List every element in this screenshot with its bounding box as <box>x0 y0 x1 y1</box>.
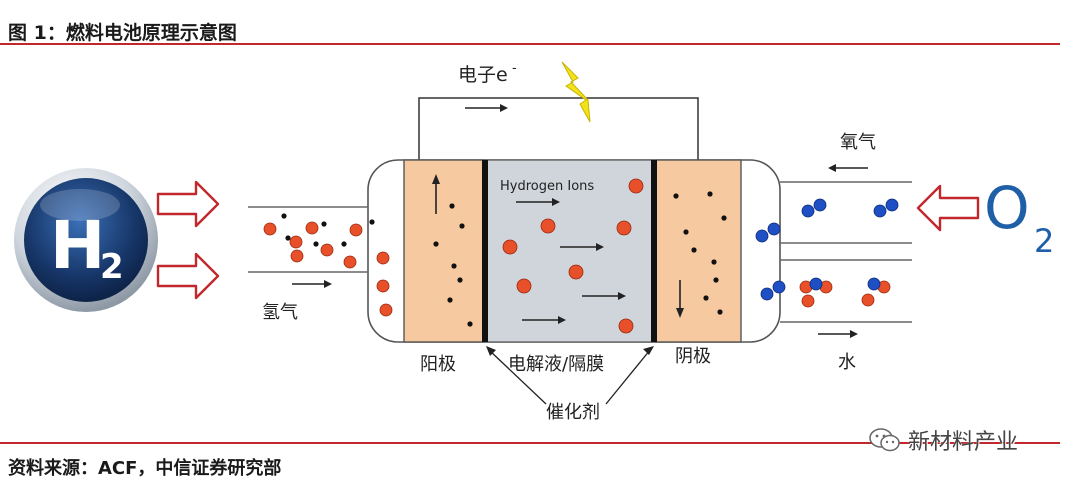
water-flow-arrow-icon <box>818 330 858 338</box>
proton-particles <box>263 178 891 334</box>
hydrogen-gas-label: 氢气 <box>262 302 298 323</box>
h2-input-arrow-top-icon <box>156 180 220 228</box>
cathode-catalyst-layer <box>651 160 657 342</box>
oxygen-molecules <box>755 198 899 301</box>
electron-particles <box>281 191 727 327</box>
cathode-electrode <box>654 159 742 343</box>
external-circuit-wire <box>418 97 699 160</box>
ion-flow-arrow-icon <box>560 243 604 251</box>
cathode-down-arrow-icon <box>676 280 684 318</box>
h2-input-arrow-bottom-icon <box>156 252 220 300</box>
catalyst-label: 催化剂 <box>546 402 600 423</box>
top-divider <box>0 43 1060 45</box>
catalyst-pointer-left-icon <box>486 346 547 405</box>
electron-arrow-icon <box>465 104 508 112</box>
catalyst-pointer-right-icon <box>605 346 654 405</box>
anode-electrode <box>403 159 485 343</box>
o2-symbol: O <box>984 174 1030 242</box>
wechat-icon <box>869 428 900 452</box>
watermark: 新材料产业 <box>868 424 1018 456</box>
oxygen-flow-arrow-icon <box>828 164 868 172</box>
h2-badge: H 2 <box>14 168 158 312</box>
electrolyte-label: 电解液/隔膜 <box>508 354 604 375</box>
ion-flow-arrow-icon <box>522 316 566 324</box>
electron-label: 电子e <box>458 64 508 86</box>
water-label: 水 <box>838 352 856 373</box>
anode-label: 阳极 <box>420 354 456 375</box>
electron-superscript: - <box>512 61 517 76</box>
anode-up-arrow-icon <box>432 174 440 214</box>
hydrogen-flow-arrow-icon <box>292 280 332 288</box>
source-note: 资料来源：ACF，中信证券研究部 <box>8 458 282 479</box>
hydrogen-ions-label: Hydrogen Ions <box>500 179 594 194</box>
oxygen-gas-label: 氧气 <box>840 132 876 153</box>
ion-flow-arrow-icon <box>582 292 626 300</box>
anode-catalyst-layer <box>482 160 488 342</box>
bottom-divider <box>0 442 1060 444</box>
ion-flow-arrow-icon <box>516 198 560 206</box>
o2-subscript: 2 <box>1034 222 1054 260</box>
watermark-text: 新材料产业 <box>908 430 1019 455</box>
cathode-label: 阴极 <box>675 346 711 367</box>
lightning-bolt-icon <box>561 61 591 123</box>
h2-badge-subscript: 2 <box>100 247 124 287</box>
o2-input-arrow-icon <box>916 184 980 232</box>
figure-title: 图 1：燃料电池原理示意图 <box>8 22 237 44</box>
h2-badge-symbol: H <box>50 207 105 284</box>
